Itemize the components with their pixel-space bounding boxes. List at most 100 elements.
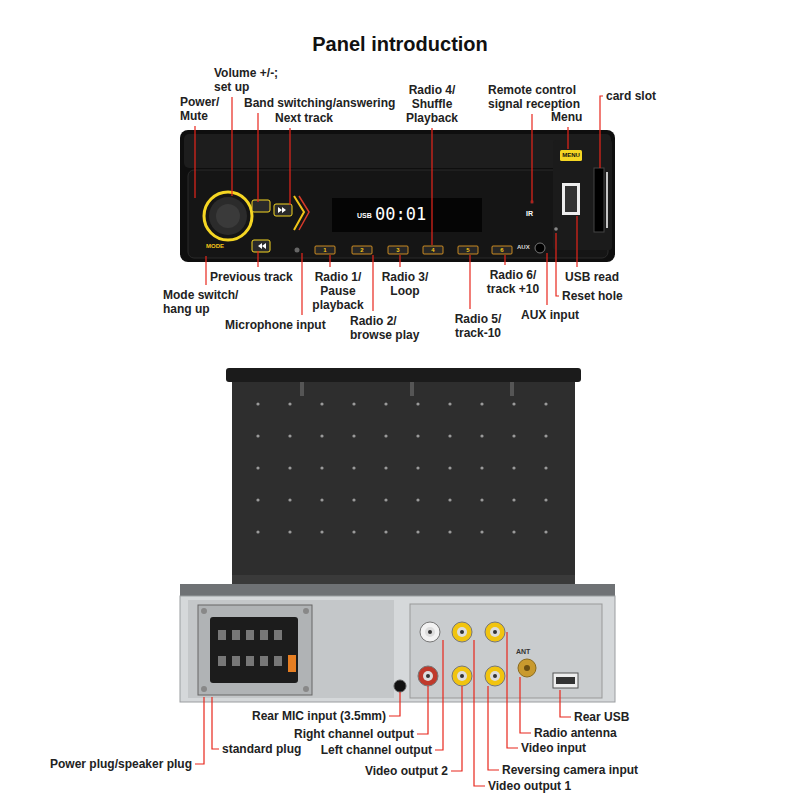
- leader-line: [257, 251, 258, 267]
- menu-button: [560, 150, 582, 161]
- panel-dot: [256, 402, 259, 405]
- rca-jack: [418, 666, 438, 686]
- panel-dot: [352, 434, 355, 437]
- callout-label: Previous track: [210, 270, 293, 284]
- panel-dot: [384, 434, 387, 437]
- callout-label: Next track: [275, 111, 333, 125]
- connector-pin: [246, 656, 254, 666]
- device-marking: AUX: [517, 244, 530, 251]
- panel-tab: [410, 382, 414, 396]
- panel-dot: [512, 530, 515, 533]
- device-marking: ANT: [516, 648, 530, 656]
- leader-line: [576, 216, 577, 267]
- panel-dot: [288, 466, 291, 469]
- rca-jack-pin: [493, 630, 497, 634]
- leader-line: [389, 692, 400, 716]
- panel-dot: [320, 530, 323, 533]
- device-marking: 3: [388, 246, 408, 254]
- leader-line: [289, 128, 290, 205]
- preset-button: [388, 246, 408, 254]
- panel-dot: [384, 466, 387, 469]
- rear-usb-port: [553, 673, 578, 688]
- callout-label: Left channel output: [321, 743, 432, 757]
- preset-button: [492, 246, 512, 254]
- leader-line: [194, 126, 195, 198]
- device-marking: 4: [423, 246, 443, 254]
- front-chassis: [180, 130, 615, 262]
- callout-label: Video output 2: [365, 764, 448, 778]
- panel-dot: [384, 530, 387, 533]
- device-marking: IR: [526, 210, 533, 218]
- panel-dot: [448, 434, 451, 437]
- panel-dot: [416, 530, 419, 533]
- leader-line: [504, 255, 505, 265]
- panel-dot: [544, 466, 547, 469]
- rca-jacks: [418, 622, 505, 686]
- front-face: [188, 170, 608, 258]
- panel-dot: [384, 498, 387, 501]
- callout-label: Radio antenna: [534, 726, 617, 740]
- leader-line: [556, 233, 559, 296]
- panel-dot: [288, 434, 291, 437]
- iso-connector: [210, 617, 298, 683]
- panel-dot: [384, 402, 387, 405]
- callout-label: Radio 2/ browse play: [350, 314, 430, 342]
- connector-pin: [260, 656, 268, 666]
- panel-dot: [320, 466, 323, 469]
- callout-label: USB read: [565, 270, 619, 284]
- panel-dot: [480, 402, 483, 405]
- screw: [303, 608, 309, 614]
- panel-dot: [512, 466, 515, 469]
- panel-dot: [256, 466, 259, 469]
- device-marking: MODE: [202, 243, 228, 250]
- panel-dot: [320, 434, 323, 437]
- callout-label: Video output 1: [488, 779, 571, 793]
- panel-dot: [448, 466, 451, 469]
- panel-dot: [512, 402, 515, 405]
- panel-dot: [256, 498, 259, 501]
- rca-jack-pin: [460, 630, 464, 634]
- rca-jack: [485, 666, 505, 686]
- device-marking: MENU: [560, 151, 582, 160]
- panel-dot: [352, 402, 355, 405]
- rca-jack-sleeve: [425, 627, 435, 637]
- callout-label: Reset hole: [562, 289, 623, 303]
- panel-tab: [510, 382, 514, 396]
- jack-panel: [410, 604, 602, 698]
- leader-line: [469, 255, 470, 309]
- device-marking: 2: [352, 246, 372, 254]
- panel-tab: [300, 382, 304, 396]
- knob-cap: [216, 204, 240, 228]
- callout-label: Mode switch/ hang up: [163, 288, 248, 316]
- aux-jack: [535, 243, 545, 253]
- display: [332, 198, 482, 232]
- preset-button: [423, 246, 443, 254]
- next-symbol: [278, 207, 286, 213]
- callout-label: Radio 6/ track +10: [482, 268, 544, 296]
- panel-dot: [416, 498, 419, 501]
- leader-line: [205, 256, 206, 285]
- device-marking: 5: [458, 246, 478, 254]
- leader-line: [546, 253, 547, 305]
- rca-jack: [420, 622, 440, 642]
- rear-usb-inner: [556, 677, 575, 684]
- leader-line: [329, 255, 330, 267]
- leader-line: [474, 640, 485, 786]
- panel-dot: [544, 498, 547, 501]
- card-slot-highlight: [606, 172, 608, 228]
- rca-jack: [452, 622, 472, 642]
- panel-dot: [320, 498, 323, 501]
- previous-button: [252, 240, 270, 252]
- connector-pin: [232, 630, 240, 640]
- accent-chevron: [299, 196, 309, 230]
- front-top-gloss: [184, 134, 611, 168]
- connector-pin: [246, 630, 254, 640]
- connector-pin: [274, 656, 282, 666]
- callout-label: Rear USB: [574, 710, 629, 724]
- callout-label: card slot: [606, 89, 656, 103]
- rca-jack-pin: [426, 674, 430, 678]
- device-marking: 6: [492, 246, 512, 254]
